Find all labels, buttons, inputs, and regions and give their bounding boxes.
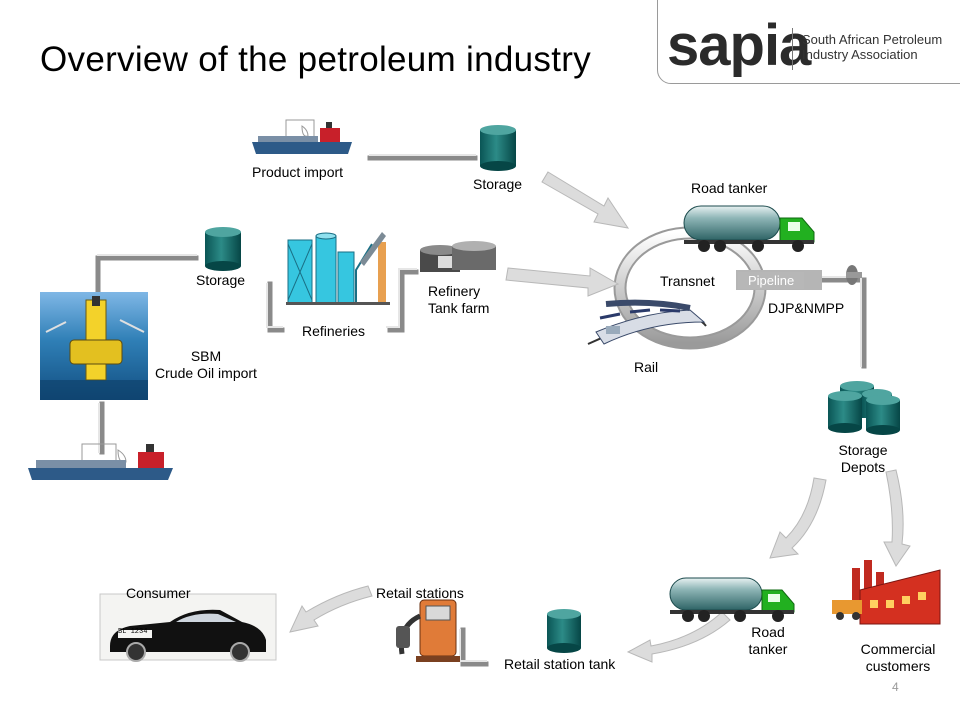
label-tank-farm-line: Tank farm bbox=[428, 300, 490, 316]
car-icon bbox=[99, 593, 277, 662]
train-icon bbox=[587, 299, 707, 345]
connector-refineries-tankfarm bbox=[387, 269, 419, 333]
connector-pump-tank bbox=[460, 627, 489, 667]
arrow-depots-to-commercial bbox=[883, 469, 911, 567]
label-storage-left: Storage bbox=[196, 272, 246, 288]
sbm-photo bbox=[40, 292, 148, 400]
refinery-icon bbox=[286, 232, 390, 305]
logo-frame bbox=[657, 0, 960, 84]
label-crude-oil-import: Crude Oil import bbox=[155, 365, 257, 381]
label-commercial-line: Commercial bbox=[860, 641, 936, 657]
page-title: Overview of the petroleum industry bbox=[40, 40, 591, 79]
label-road-tanker-bottom: Road tanker bbox=[736, 624, 800, 658]
label-storage-depots-line2: Depots bbox=[840, 459, 886, 475]
label-pipeline: Pipeline bbox=[738, 272, 805, 289]
ship-icon bbox=[252, 119, 352, 154]
label-refineries: Refineries bbox=[302, 323, 366, 339]
label-djp-nmpp: DJP&NMPP bbox=[768, 300, 845, 316]
arrow-roadtanker-to-retailtank bbox=[626, 611, 731, 663]
storage-depots-icon bbox=[828, 381, 900, 435]
label-storage-depots-line1: Storage bbox=[838, 442, 888, 458]
label-product-import: Product import bbox=[252, 164, 344, 180]
arrow-depots-to-roadtanker bbox=[769, 477, 827, 559]
label-sbm: SBM bbox=[190, 348, 222, 364]
tanker-truck-icon bbox=[683, 205, 815, 252]
label-sbm-crude: SBM Crude Oil import bbox=[140, 348, 272, 382]
fuel-pump-icon bbox=[396, 599, 460, 662]
arrow-retail-to-consumer bbox=[289, 585, 373, 633]
label-rail: Rail bbox=[634, 359, 659, 375]
cylinder-icon bbox=[205, 227, 241, 271]
label-storage-depots: Storage Depots bbox=[826, 442, 900, 476]
valve-icon bbox=[846, 265, 862, 285]
label-refinery-line: Refinery bbox=[428, 283, 481, 299]
label-retail-stations: Retail stations bbox=[376, 585, 464, 601]
label-tanker-line: tanker bbox=[748, 641, 788, 657]
label-consumer: Consumer bbox=[126, 585, 191, 601]
label-refinery-tank-farm: Refinery Tank farm bbox=[428, 283, 489, 317]
connector-storage-refineries bbox=[267, 281, 285, 333]
tank-farm-icon bbox=[420, 241, 496, 272]
label-commercial-customers: Commercial customers bbox=[846, 641, 950, 675]
cylinder-icon bbox=[547, 609, 581, 653]
cylinder-icon bbox=[480, 125, 516, 171]
flow-arrows bbox=[289, 171, 911, 663]
label-road-line: Road bbox=[751, 624, 785, 640]
logo-subtitle: South African Petroleum Industry Associa… bbox=[802, 32, 942, 62]
label-transnet: Transnet bbox=[660, 273, 715, 289]
arrow-storage-to-transport bbox=[541, 171, 630, 229]
tanker-truck-icon bbox=[669, 577, 795, 622]
logo-line-1: South African Petroleum bbox=[802, 32, 943, 47]
car-plate: BL 1234 bbox=[118, 628, 148, 636]
logo-line-2: Industry Association bbox=[802, 47, 918, 62]
logo-divider bbox=[792, 28, 793, 70]
arrow-tankfarm-to-transport bbox=[505, 267, 620, 297]
label-storage-top: Storage bbox=[473, 176, 523, 192]
sapia-logo: sapia bbox=[667, 13, 811, 78]
label-retail-station-tank: Retail station tank bbox=[504, 656, 616, 672]
ship-icon bbox=[28, 443, 173, 480]
label-road-tanker-top: Road tanker bbox=[691, 180, 768, 196]
factory-icon bbox=[832, 560, 941, 625]
page-number: 4 bbox=[892, 680, 899, 694]
connector-pipeline-depots bbox=[819, 277, 867, 369]
label-customers-line: customers bbox=[865, 658, 931, 674]
